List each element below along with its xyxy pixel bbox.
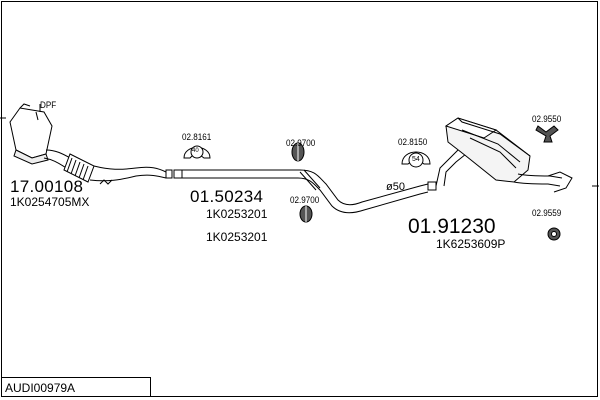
- pipe-diameter-label: ø50: [386, 181, 405, 193]
- diagram-code-box: AUDI00979A: [1, 377, 151, 397]
- rear-silencer-drawing: [435, 117, 573, 193]
- flex-pipe-drawing: [63, 153, 167, 185]
- part-number-01-50234: 01.50234: [190, 187, 264, 206]
- hanger-02-8150-drawing: [401, 151, 431, 168]
- oem-number-17-00108: 1K0254705MX: [10, 195, 90, 209]
- oem-number-01-50234-b: 1K0253201: [206, 230, 268, 244]
- part-number-17-00108: 17.00108: [10, 177, 84, 196]
- hanger-02-8161-drawing: [183, 145, 211, 159]
- gasket-02-9559-drawing: [547, 227, 561, 241]
- mount-02-9700-lower-drawing: [299, 205, 313, 223]
- part-number-01-91230: 01.91230: [408, 215, 496, 238]
- dpf-label: DPF: [40, 100, 57, 110]
- pipe-clamp-right: [427, 181, 437, 191]
- pipe-clamp-left: [165, 169, 173, 179]
- diagram-code: AUDI00979A: [5, 381, 76, 395]
- middle-pipe-drawing: [173, 169, 429, 214]
- accessory-02-9550: 02.9550: [532, 114, 562, 124]
- oem-number-01-91230: 1K6253609P: [436, 237, 506, 251]
- oem-number-01-50234-a: 1K0253201: [206, 207, 268, 221]
- badge-54: 54: [412, 156, 420, 163]
- accessory-02-9700-lower: 02.9700: [290, 195, 320, 205]
- accessory-02-9700-upper: 02.9700: [286, 138, 316, 148]
- badge-40: 40: [192, 148, 199, 154]
- bracket-02-9550-drawing: [535, 125, 559, 143]
- accessory-02-9559: 02.9559: [532, 208, 562, 218]
- accessory-02-8161: 02.8161: [182, 132, 212, 142]
- accessory-02-8150: 02.8150: [398, 137, 428, 147]
- dpf-converter-drawing: [9, 103, 75, 171]
- mount-02-9700-upper-drawing: [291, 142, 305, 162]
